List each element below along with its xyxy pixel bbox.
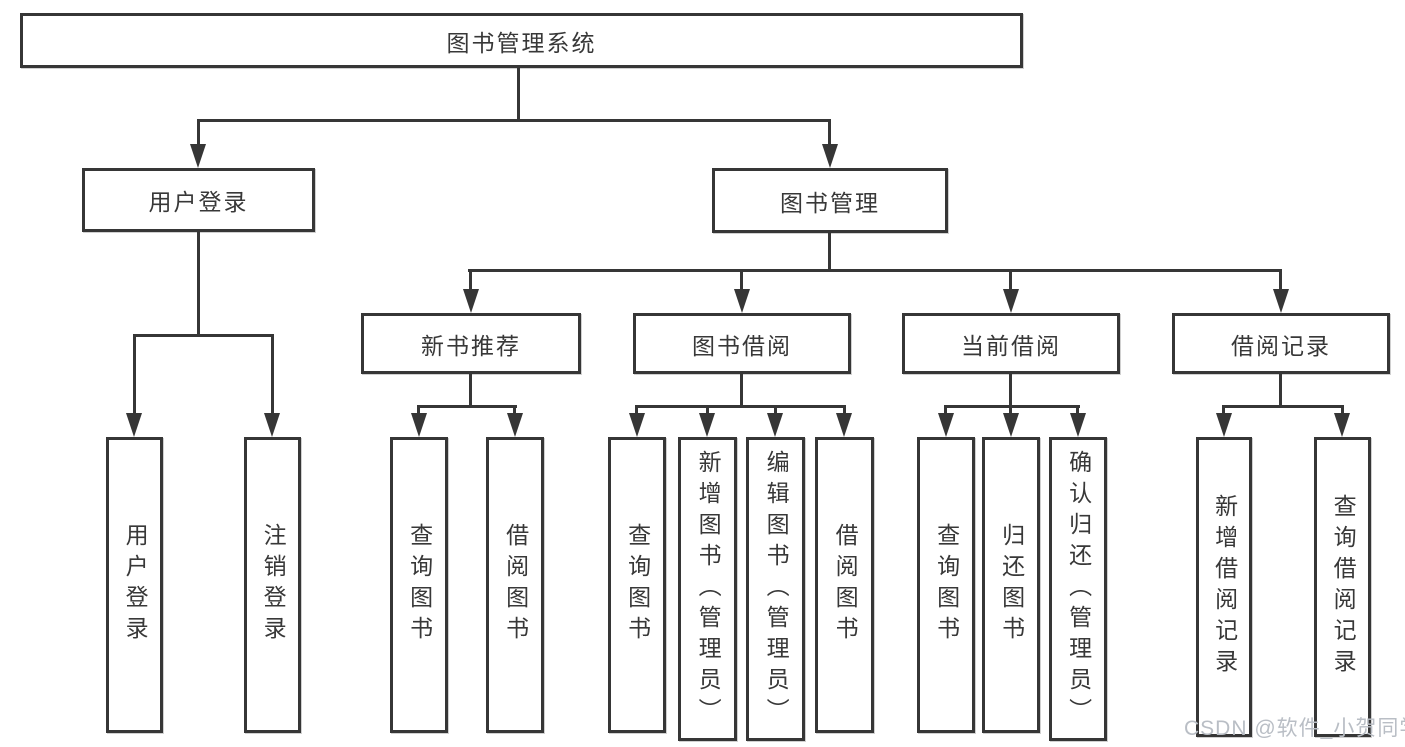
- connector-line: [468, 269, 1282, 272]
- connector-line: [417, 405, 420, 417]
- connector-line: [133, 334, 274, 337]
- connector-line: [706, 405, 709, 417]
- arrow-down-icon: [126, 413, 142, 437]
- arrow-down-icon: [699, 413, 715, 437]
- connector-line: [635, 405, 846, 408]
- connector-line: [517, 68, 520, 121]
- node-book-management: 图书管理: [712, 168, 948, 233]
- connector-line: [944, 405, 947, 417]
- connector-line: [197, 119, 831, 122]
- arrow-down-icon: [463, 289, 479, 313]
- connector-line: [469, 269, 472, 291]
- leaf-query-books-current: 查询图书: [917, 437, 975, 733]
- arrow-down-icon: [1334, 413, 1350, 437]
- connector-line: [1222, 405, 1344, 408]
- leaf-user-login: 用户登录: [106, 437, 163, 733]
- leaf-confirm-return-admin: 确认归还（管理员）: [1049, 437, 1107, 741]
- node-current-borrowing: 当前借阅: [902, 313, 1120, 374]
- node-new-book-recommend: 新书推荐: [361, 313, 581, 374]
- connector-line: [469, 374, 472, 407]
- connector-line: [1279, 374, 1282, 407]
- connector-line: [513, 405, 516, 417]
- leaf-query-borrow-record: 查询借阅记录: [1314, 437, 1371, 737]
- arrow-down-icon: [629, 413, 645, 437]
- arrow-down-icon: [190, 144, 206, 168]
- leaf-add-borrow-record: 新增借阅记录: [1196, 437, 1252, 737]
- arrow-down-icon: [1003, 413, 1019, 437]
- connector-line: [1279, 269, 1282, 291]
- connector-line: [740, 269, 743, 291]
- connector-line: [1009, 374, 1012, 407]
- connector-line: [944, 405, 1080, 408]
- leaf-return-books: 归还图书: [982, 437, 1040, 733]
- connector-line: [197, 231, 200, 336]
- leaf-logout: 注销登录: [244, 437, 301, 733]
- leaf-query-books-borrow: 查询图书: [608, 437, 666, 733]
- arrow-down-icon: [734, 289, 750, 313]
- arrow-down-icon: [1273, 289, 1289, 313]
- leaf-borrow-books-recommend: 借阅图书: [486, 437, 544, 733]
- connector-line: [133, 334, 136, 415]
- connector-line: [1341, 405, 1344, 417]
- arrow-down-icon: [507, 413, 523, 437]
- connector-line: [1009, 269, 1012, 291]
- arrow-down-icon: [938, 413, 954, 437]
- arrow-down-icon: [1003, 289, 1019, 313]
- connector-line: [1009, 405, 1012, 417]
- arrow-down-icon: [836, 413, 852, 437]
- node-borrowing-records: 借阅记录: [1172, 313, 1390, 374]
- node-user-login: 用户登录: [82, 168, 315, 232]
- arrow-down-icon: [822, 144, 838, 168]
- arrow-down-icon: [264, 413, 280, 437]
- arrow-down-icon: [767, 413, 783, 437]
- node-book-borrowing: 图书借阅: [633, 313, 851, 374]
- leaf-edit-book-admin: 编辑图书（管理员）: [746, 437, 805, 741]
- arrow-down-icon: [411, 413, 427, 437]
- arrow-down-icon: [1070, 413, 1086, 437]
- leaf-add-book-admin: 新增图书（管理员）: [678, 437, 737, 741]
- connector-line: [417, 405, 517, 408]
- connector-line: [774, 405, 777, 417]
- connector-line: [197, 119, 200, 147]
- connector-line: [843, 405, 846, 417]
- connector-line: [1222, 405, 1225, 417]
- connector-line: [828, 233, 831, 271]
- connector-line: [1076, 405, 1079, 417]
- watermark-text: CSDN @软件_小贺同学: [1184, 717, 1405, 740]
- arrow-down-icon: [1216, 413, 1232, 437]
- leaf-borrow-books-borrow: 借阅图书: [815, 437, 874, 733]
- connector-line: [740, 374, 743, 407]
- connector-line: [828, 119, 831, 147]
- node-library-system: 图书管理系统: [20, 13, 1023, 68]
- connector-line: [635, 405, 638, 417]
- leaf-query-books-recommend: 查询图书: [390, 437, 448, 733]
- connector-line: [271, 334, 274, 415]
